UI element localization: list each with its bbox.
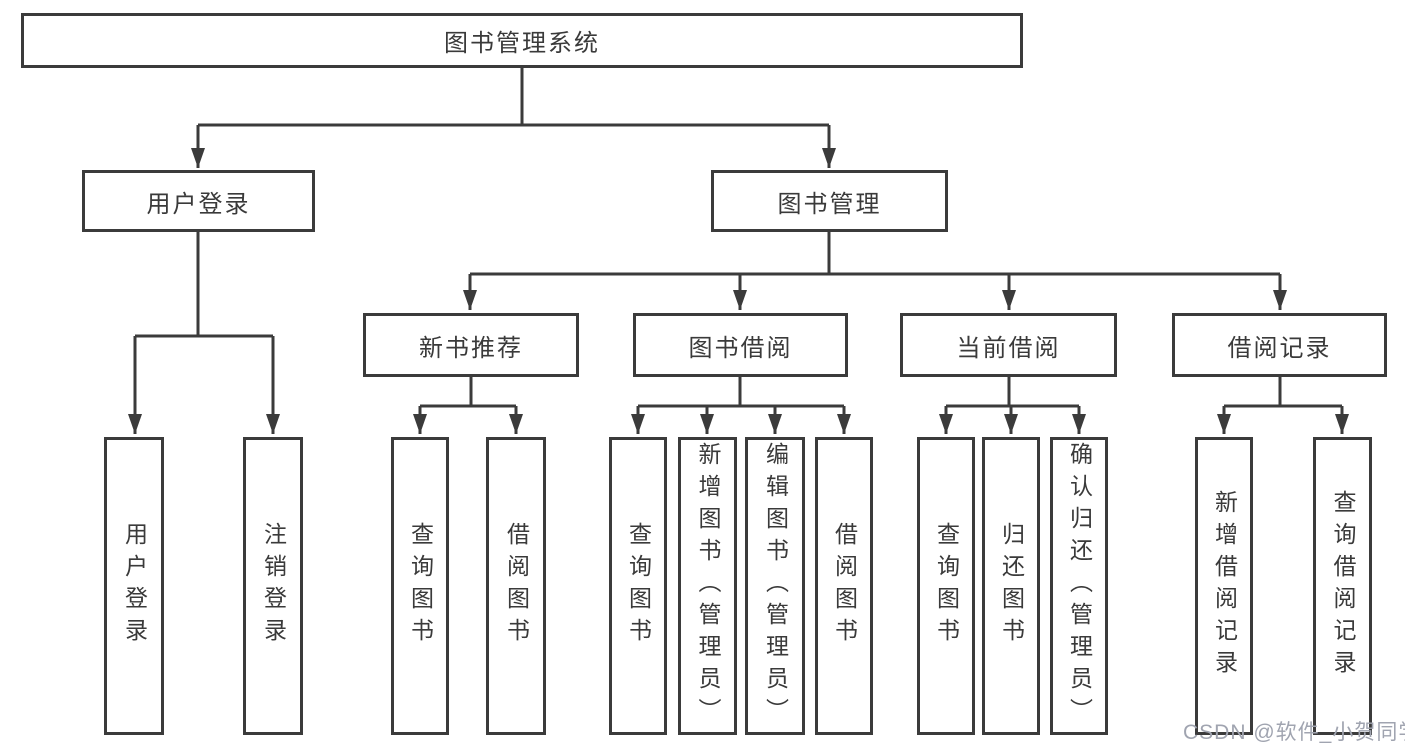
leaf-user-login: 用户登录 xyxy=(104,437,164,735)
leaf-borrow-query-books: 查询图书 xyxy=(609,437,667,735)
leaf-recommend-borrow-books: 借阅图书 xyxy=(486,437,546,735)
leaf-borrow-add-books-admin: 新增图书（管理员） xyxy=(678,437,737,735)
leaf-current-confirm-return-admin: 确认归还（管理员） xyxy=(1050,437,1108,735)
leaf-borrow-borrow-books: 借阅图书 xyxy=(815,437,873,735)
node-new-book-recommend: 新书推荐 xyxy=(363,313,579,377)
leaf-records-query-record: 查询借阅记录 xyxy=(1313,437,1372,735)
node-current-borrowing: 当前借阅 xyxy=(900,313,1117,377)
leaf-current-return-books: 归还图书 xyxy=(982,437,1040,735)
leaf-current-query-books: 查询图书 xyxy=(917,437,975,735)
leaf-recommend-query-books: 查询图书 xyxy=(391,437,449,735)
node-root: 图书管理系统 xyxy=(21,13,1023,68)
csdn-watermark: CSDN @软件_小贺同学 xyxy=(1183,721,1405,744)
node-book-management: 图书管理 xyxy=(711,170,948,232)
node-book-borrowing: 图书借阅 xyxy=(633,313,848,377)
node-user-login: 用户登录 xyxy=(82,170,315,232)
leaf-logout: 注销登录 xyxy=(243,437,303,735)
leaf-borrow-edit-books-admin: 编辑图书（管理员） xyxy=(745,437,805,735)
node-borrowing-records: 借阅记录 xyxy=(1172,313,1387,377)
leaf-records-add-record: 新增借阅记录 xyxy=(1195,437,1253,735)
